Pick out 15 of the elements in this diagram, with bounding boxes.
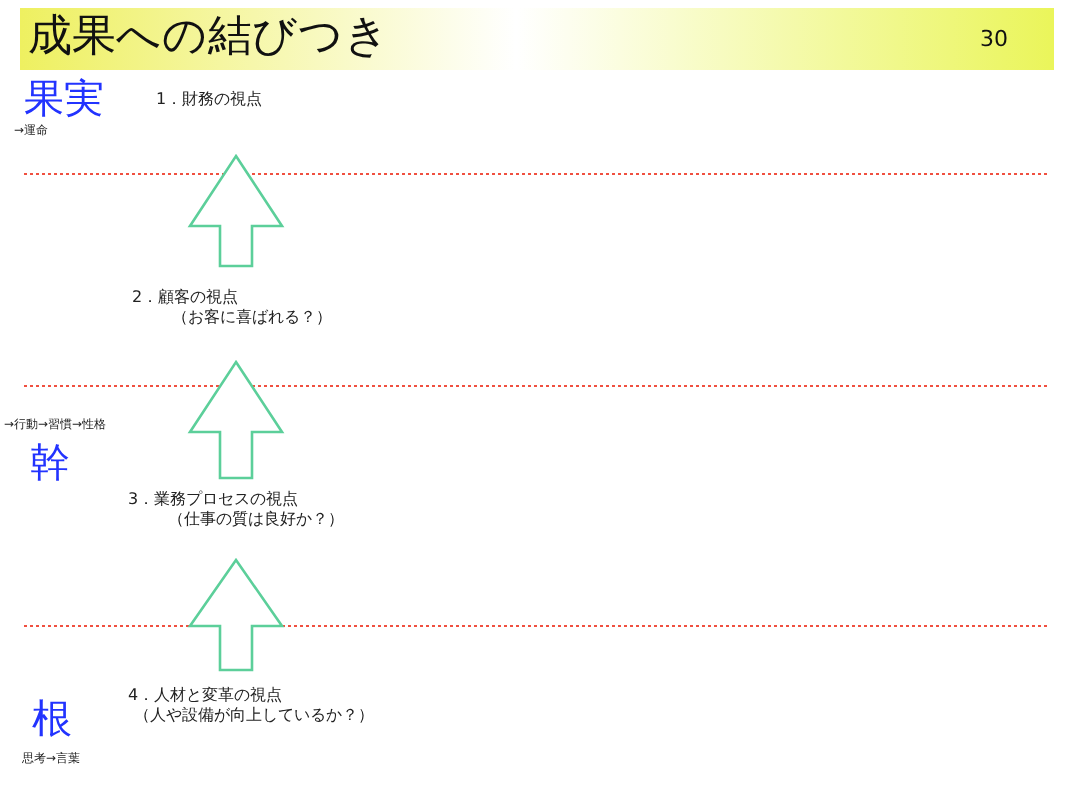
page-number: 30	[980, 28, 1008, 54]
perspective-heading: 4．人材と変革の視点	[128, 686, 285, 706]
level-label: 根	[32, 696, 72, 742]
perspective-question: （仕事の質は良好か？）	[168, 509, 344, 529]
block-arrow	[187, 557, 285, 672]
perspective-question: （お客に喜ばれる？）	[172, 307, 332, 327]
block-arrow	[187, 359, 285, 480]
block-arrow	[187, 153, 285, 268]
perspective-heading: 2．顧客の視点	[132, 288, 241, 308]
perspective-heading: 1．財務の視点	[156, 90, 263, 110]
title: 成果への結びつき	[28, 12, 390, 63]
level-label: 幹	[30, 440, 70, 486]
level-label: 果実	[24, 76, 104, 122]
perspective-heading: 3．業務プロセスの視点	[128, 490, 301, 510]
perspective-question: （人や設備が向上しているか？）	[134, 705, 374, 725]
